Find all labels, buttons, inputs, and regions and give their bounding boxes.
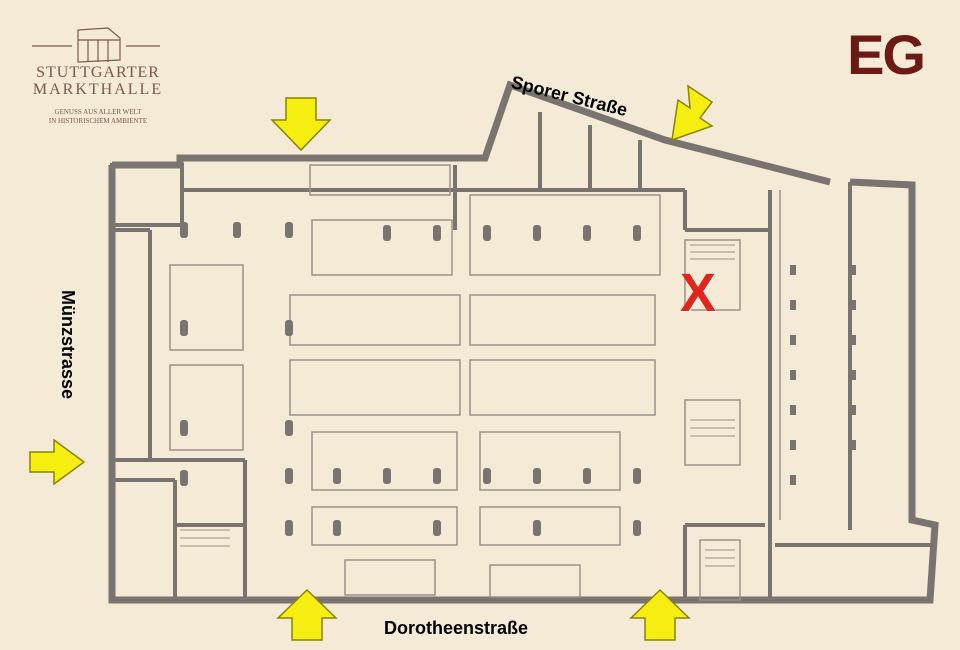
entrance-arrow-icon [29, 84, 714, 641]
street-label-south: Dorotheenstraße [384, 618, 529, 638]
building-logo-icon [32, 27, 160, 63]
pillars [180, 222, 856, 536]
entrance-arrow-icon [270, 97, 332, 152]
floor-label: EG [847, 23, 926, 86]
logo-line-2: MARKTHALLE [32, 81, 164, 98]
entrance-arrow-icon [671, 84, 714, 142]
staircases [180, 244, 735, 567]
location-x-icon: X [680, 263, 717, 323]
street-label-west: Münzstrasse [58, 290, 78, 400]
logo: STUTTGARTER MARKTHALLE GENUSS AUS ALLER … [28, 24, 168, 126]
entrance-arrow-icon [276, 588, 338, 641]
logo-line-1: STUTTGARTER [36, 64, 160, 81]
entrance-arrow-icon [29, 438, 86, 486]
outer-wall [108, 165, 939, 604]
entrance-arrow-icon [629, 588, 691, 641]
logo-tagline-1: GENUSS AUS ALLER WELT [54, 108, 142, 116]
logo-tagline-2: IN HISTORISCHEM AMBIENTE [48, 117, 148, 125]
outer-wall-north [112, 80, 831, 186]
